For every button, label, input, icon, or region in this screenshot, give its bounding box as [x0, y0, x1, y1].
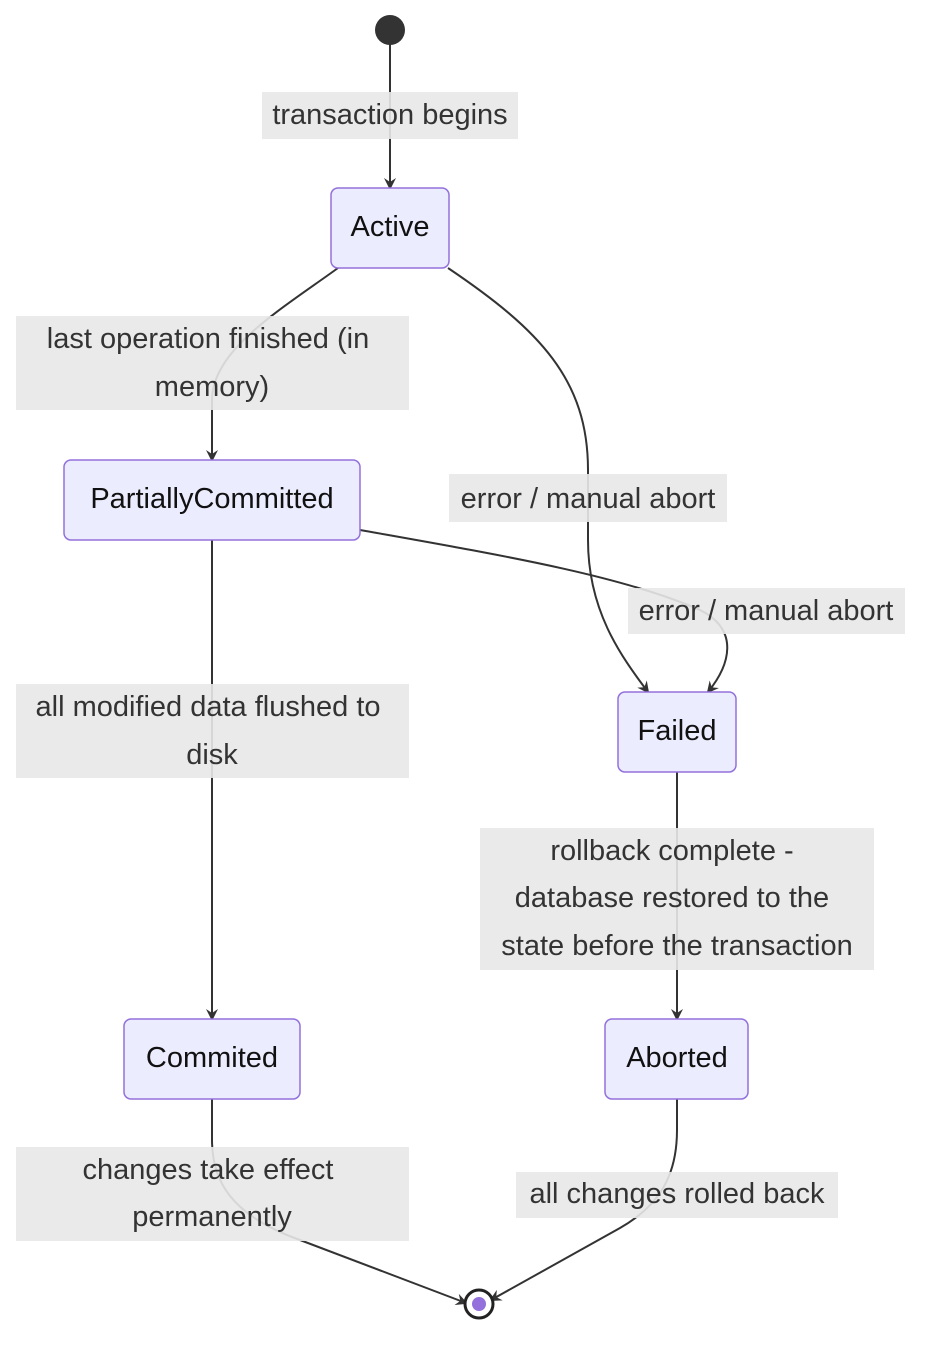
svg-text:last operation finished (in: last operation finished (in: [47, 323, 369, 355]
label-all-modified-data-flushed: all modified data flushed to disk: [16, 684, 409, 778]
svg-text:rollback complete -: rollback complete -: [550, 835, 793, 867]
svg-text:database restored to the: database restored to the: [515, 882, 829, 914]
state-aborted[interactable]: Aborted: [604, 1018, 749, 1100]
svg-text:Aborted: Aborted: [626, 1042, 728, 1074]
label-all-changes-rolled-back: all changes rolled back: [516, 1172, 838, 1218]
svg-text:disk: disk: [186, 739, 238, 771]
edges: [206, 44, 729, 1306]
svg-text:state before the transaction: state before the transaction: [501, 930, 852, 962]
svg-text:permanently: permanently: [132, 1201, 292, 1233]
svg-text:transaction begins: transaction begins: [272, 99, 507, 131]
label-changes-take-effect: changes take effect permanently: [16, 1147, 409, 1241]
state-active[interactable]: Active: [330, 187, 450, 269]
svg-text:Failed: Failed: [638, 715, 717, 747]
svg-text:changes take effect: changes take effect: [83, 1154, 334, 1186]
state-failed[interactable]: Failed: [617, 691, 737, 773]
svg-text:error / manual abort: error / manual abort: [461, 483, 716, 515]
svg-text:Commited: Commited: [146, 1042, 278, 1074]
label-active-error-manual-abort: error / manual abort: [449, 474, 727, 522]
label-rollback-complete: rollback complete - database restored to…: [480, 828, 874, 970]
edge-active-to-failed: [447, 267, 650, 694]
svg-text:memory): memory): [155, 371, 269, 403]
label-last-operation-finished: last operation finished (in memory): [16, 316, 409, 410]
svg-text:all modified data flushed to: all modified data flushed to: [36, 691, 381, 723]
svg-text:PartiallyCommitted: PartiallyCommitted: [90, 483, 333, 515]
state-partially-committed[interactable]: PartiallyCommitted: [63, 459, 361, 541]
svg-text:Active: Active: [351, 211, 430, 243]
svg-text:error / manual abort: error / manual abort: [639, 595, 894, 627]
label-partial-error-manual-abort: error / manual abort: [628, 588, 905, 634]
svg-text:all changes rolled back: all changes rolled back: [529, 1178, 825, 1210]
end-node-icon: [463, 1288, 495, 1320]
start-node-icon: [375, 15, 405, 45]
label-transaction-begins: transaction begins: [262, 92, 518, 139]
state-commited[interactable]: Commited: [123, 1018, 301, 1100]
